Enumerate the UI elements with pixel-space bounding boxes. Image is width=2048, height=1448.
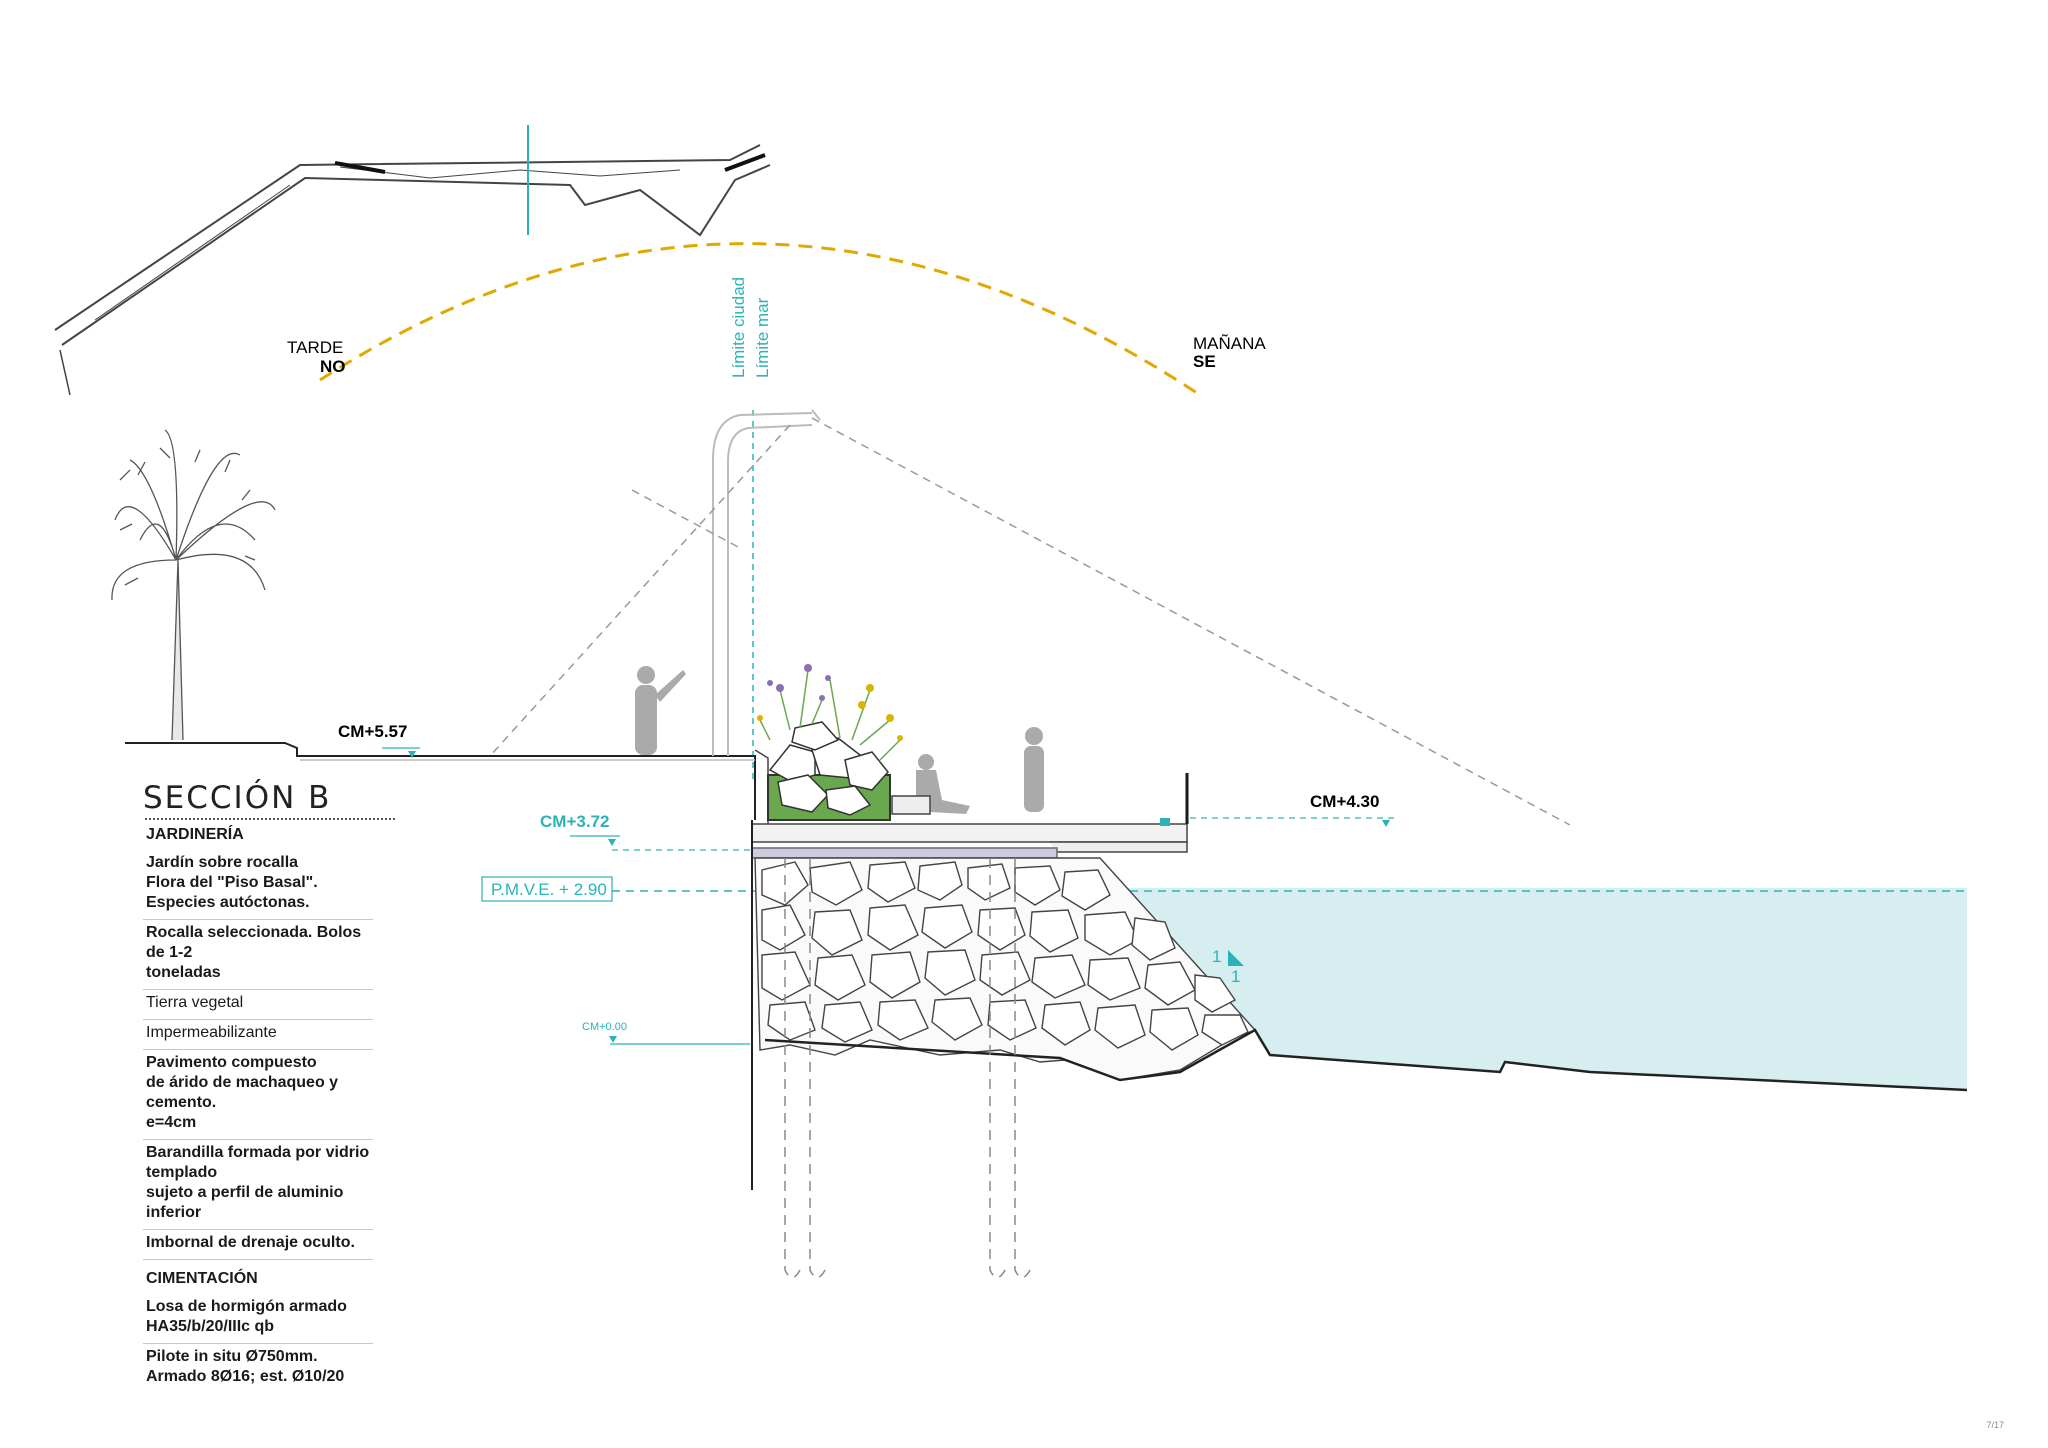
morning-direction: SE: [1193, 352, 1216, 371]
planter-garden: [757, 664, 903, 821]
rock-revetment: [754, 857, 1257, 1081]
sun-path-arc: [319, 242, 1201, 397]
legend-panel: SECCIÓN B JARDINERÍA Jardín sobre rocall…: [143, 780, 395, 1393]
legend-heading-jardineria: JARDINERÍA: [146, 826, 244, 843]
svg-text:CM+5.57: CM+5.57: [338, 722, 407, 741]
svg-text:1: 1: [1231, 967, 1240, 986]
level-marker-cm430: CM+4.30: [1190, 792, 1395, 827]
people-silhouettes: [635, 666, 1044, 814]
seabed-line: [764, 1028, 1968, 1092]
level-marker-cm000: CM+0.00: [582, 1021, 750, 1045]
legend-item: Rocalla seleccionada. Bolos de 1-2 tonel…: [143, 920, 373, 990]
page-number: 7/17: [1986, 1420, 2004, 1430]
ground-profile: [125, 742, 756, 820]
legend-item: Pavimento compuesto de árido de machaque…: [143, 1050, 373, 1140]
light-cone: [489, 417, 1571, 826]
afternoon-label: TARDE: [287, 338, 343, 357]
site-plan-sketch: [54, 125, 771, 396]
morning-label: MAÑANA: [1193, 334, 1266, 353]
legend-item: Losa de hormigón armado HA35/b/20/IIIc q…: [143, 1294, 373, 1344]
level-marker-cm372: CM+3.72: [540, 812, 750, 851]
legend-item: Impermeabilizante: [143, 1020, 373, 1050]
city-limit-label: Límite ciudad: [729, 277, 748, 378]
level-marker-pmve: P.M.V.E. + 2.90: [481, 876, 613, 902]
lamp-post: [712, 409, 821, 756]
svg-text:CM+4.30: CM+4.30: [1310, 792, 1379, 811]
level-marker-cm557: CM+5.57: [338, 722, 420, 758]
afternoon-direction: NO: [320, 357, 346, 376]
sea-limit-label: Límite mar: [753, 297, 772, 378]
svg-text:CM+3.72: CM+3.72: [540, 812, 609, 831]
svg-text:CM+0.00: CM+0.00: [582, 1021, 627, 1033]
piles: [784, 858, 1031, 1279]
legend-item: Jardín sobre rocalla Flora del "Piso Bas…: [143, 850, 373, 920]
svg-text:P.M.V.E. + 2.90: P.M.V.E. + 2.90: [491, 880, 607, 899]
sea-water: [1110, 888, 1967, 1090]
legend-item: Pilote in situ Ø750mm. Armado 8Ø16; est.…: [146, 1348, 345, 1385]
legend-item: Barandilla formada por vidrio templado s…: [143, 1140, 373, 1230]
section-title: SECCIÓN B: [143, 780, 332, 816]
legend-item: Tierra vegetal: [143, 990, 373, 1020]
slope-indicator: 1 1: [1212, 947, 1244, 986]
palm-tree: [111, 429, 276, 741]
legend-item: Imbornal de drenaje oculto.: [143, 1230, 373, 1260]
title-divider: [145, 818, 395, 820]
legend-heading-cimentacion: CIMENTACIÓN: [146, 1270, 258, 1287]
svg-text:1: 1: [1212, 947, 1221, 966]
